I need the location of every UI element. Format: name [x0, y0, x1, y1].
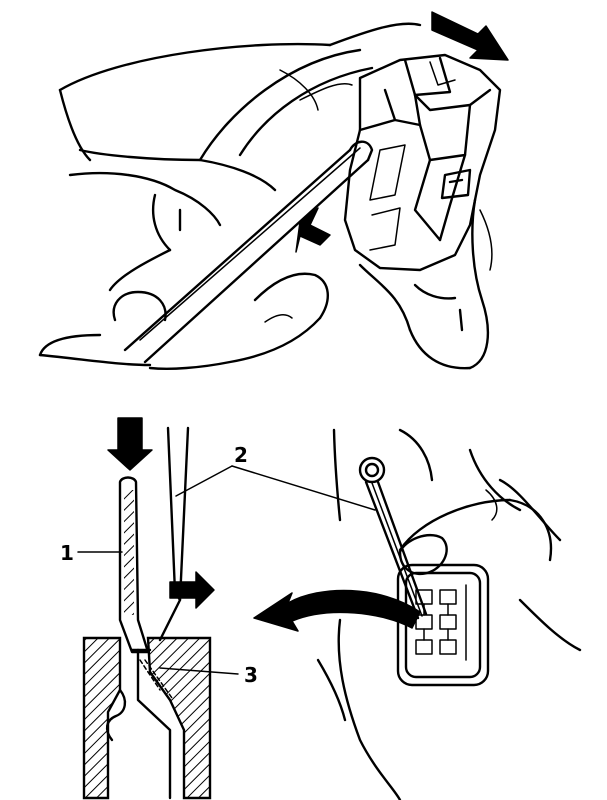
left-hand — [38, 88, 329, 370]
housing-section — [82, 636, 212, 800]
pull-direction-arrow-icon — [431, 11, 509, 61]
push-arrow-icon — [295, 207, 331, 253]
wiring-harness — [58, 22, 422, 162]
side-arrow-icon — [169, 571, 215, 609]
screwdriver-top — [123, 140, 374, 364]
right-hand — [358, 198, 493, 370]
connector-face — [396, 563, 490, 687]
callout-3: 3 — [244, 663, 258, 687]
bottom-right-connector-view — [253, 428, 582, 800]
connector-housing — [343, 53, 502, 272]
callout-2: 2 — [234, 443, 248, 467]
pin-probe-2 — [358, 456, 428, 620]
bottom-left-cross-section: 1 2 3 — [60, 417, 376, 800]
callout-1: 1 — [60, 541, 74, 565]
curved-arrow-icon — [253, 589, 421, 632]
top-panel-connector-removal — [38, 11, 509, 370]
down-arrow-icon — [107, 417, 153, 471]
